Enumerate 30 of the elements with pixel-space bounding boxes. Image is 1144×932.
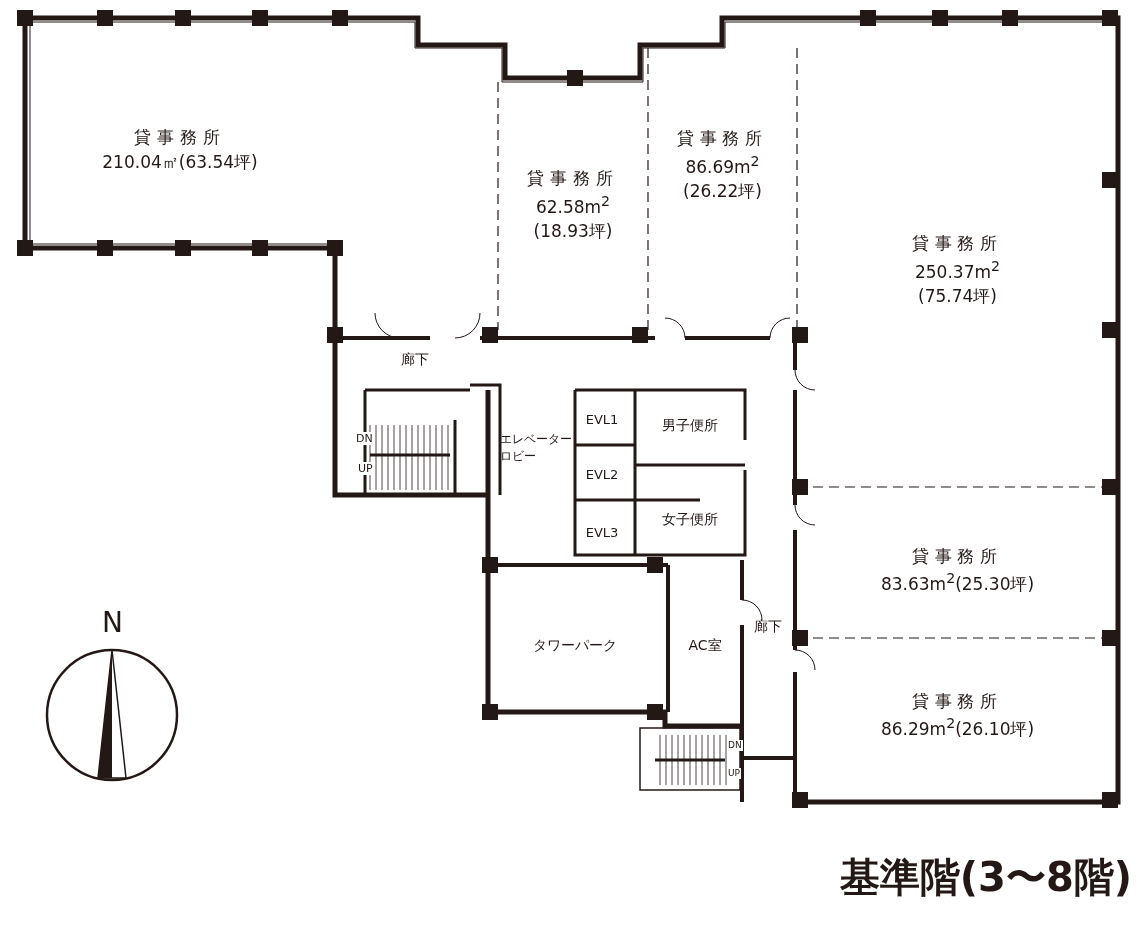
stair-label: DN — [727, 740, 743, 751]
area-label: 250.37m$^{2}$ — [914, 256, 1001, 284]
room-name: EVL2 — [585, 465, 619, 484]
room-name: 廊下 — [401, 349, 429, 369]
room-name: 貸事務所 — [676, 127, 769, 151]
area-label: 62.58m$^{2}$ — [535, 191, 611, 219]
room-name: 廊下 — [754, 616, 782, 636]
room-name: 貸事務所 — [527, 167, 619, 191]
floor-title: 基準階(3〜8階) — [839, 853, 1132, 902]
room-name: AC室 — [688, 635, 722, 655]
area-label: 210.04㎡(63.54坪) — [102, 151, 258, 174]
stair-label: UP — [357, 462, 374, 475]
room-name: 貸事務所 — [911, 689, 1004, 713]
room-name: EVL3 — [585, 523, 619, 542]
room-name: 貸事務所 — [911, 544, 1004, 568]
area-label: 86.29m$^{2}$(26.10坪) — [880, 714, 1035, 741]
area-label: (75.74坪) — [918, 285, 997, 309]
room-name: 貸事務所 — [911, 232, 1004, 256]
stair-label: DN — [355, 432, 374, 445]
room-name: EVL1 — [585, 410, 619, 429]
area-label: (26.22坪) — [683, 180, 762, 204]
room-name: エレベーターロビー — [500, 430, 573, 465]
area-label: (18.93坪) — [533, 220, 613, 244]
room-name: 女子便所 — [662, 509, 718, 529]
room-name: 男子便所 — [662, 415, 718, 435]
area-label: 83.63m$^{2}$(25.30坪) — [880, 569, 1035, 596]
room-name: 貸事務所 — [134, 126, 226, 150]
stair-label: UP — [727, 768, 741, 779]
room-name: タワーパーク — [533, 635, 617, 655]
area-label: 86.69m$^{2}$ — [685, 151, 760, 179]
